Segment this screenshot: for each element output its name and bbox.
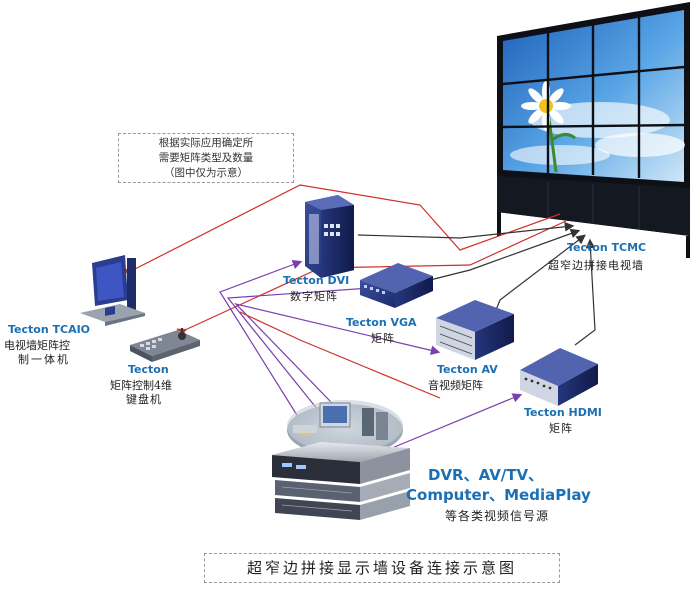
note-line-2: 需要矩阵类型及数量 xyxy=(158,152,254,164)
note-line-1: 根据实际应用确定所 xyxy=(158,137,254,149)
av-desc: 音视频矩阵 xyxy=(428,379,483,392)
video-wall-icon xyxy=(497,2,690,258)
av-matrix-icon xyxy=(436,300,514,360)
keyboard-desc-1: 矩阵控制4维 xyxy=(110,379,172,392)
sources-line-3: 等各类视频信号源 xyxy=(445,509,550,523)
tcaio-name: Tecton TCAIO xyxy=(8,323,91,336)
sources-line-1: DVR、AV/TV、 xyxy=(428,466,544,484)
keyboard-name: Tecton xyxy=(128,363,169,376)
av-name: Tecton AV xyxy=(437,363,498,376)
matrix-selection-note: 根据实际应用确定所 需要矩阵类型及数量 （图中仅为示意） xyxy=(118,133,294,183)
note-line-3: （图中仅为示意） xyxy=(164,167,248,179)
dvi-name: Tecton DVI xyxy=(283,274,350,287)
signal-source-equipment-icon xyxy=(272,400,410,520)
sources-line-2: Computer、MediaPlay xyxy=(406,486,591,504)
dvi-matrix-icon xyxy=(305,195,354,278)
hdmi-desc: 矩阵 xyxy=(549,422,573,435)
diagram-caption: 超窄边拼接显示墙设备连接示意图 xyxy=(204,553,560,583)
dvi-desc: 数字矩阵 xyxy=(290,290,338,303)
vga-desc: 矩阵 xyxy=(371,332,395,345)
vga-matrix-icon xyxy=(360,263,433,308)
tcaio-desc-2: 制一体机 xyxy=(18,353,70,366)
connection-lines xyxy=(124,184,596,449)
tcaio-desc-1: 电视墙矩阵控 xyxy=(4,339,70,352)
tcaio-computer-icon xyxy=(80,255,145,326)
tcmc-desc: 超窄边拼接电视墙 xyxy=(548,259,644,272)
tcmc-name: Tecton TCMC xyxy=(567,241,647,254)
vga-name: Tecton VGA xyxy=(346,316,417,329)
keyboard-desc-2: 键盘机 xyxy=(126,393,162,406)
hdmi-matrix-icon xyxy=(520,348,598,406)
hdmi-name: Tecton HDMI xyxy=(524,406,602,419)
keyboard-controller-icon xyxy=(130,328,200,362)
